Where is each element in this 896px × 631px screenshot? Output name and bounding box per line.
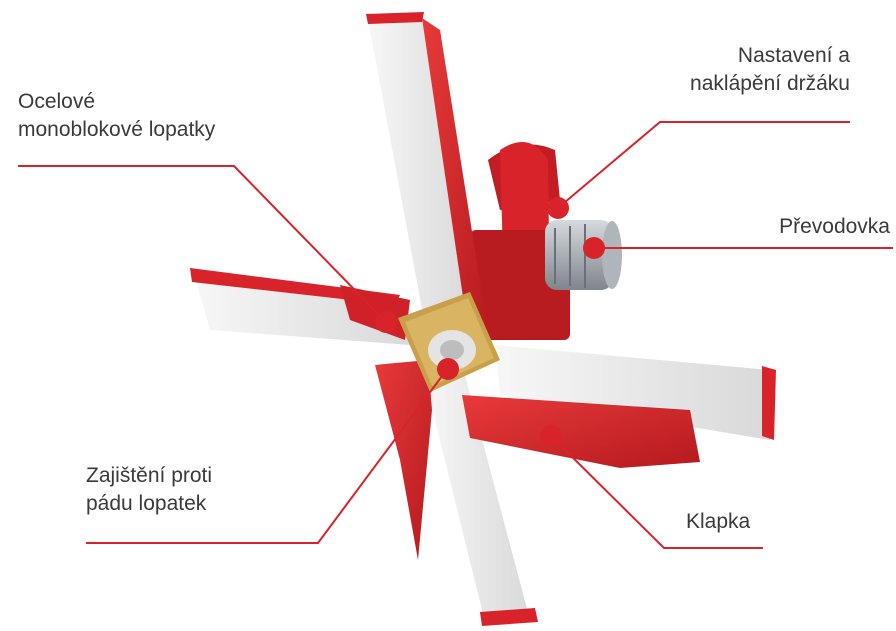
callout-line-holder bbox=[557, 121, 850, 209]
callout-dot-holder bbox=[547, 197, 569, 219]
callout-label-blades-line1: Ocelové bbox=[18, 90, 96, 113]
callout-dots bbox=[375, 197, 605, 447]
callout-line-lock bbox=[86, 371, 446, 544]
callout-dot-lock bbox=[437, 358, 459, 380]
callout-dot-blades bbox=[375, 311, 397, 333]
hub bbox=[398, 292, 500, 392]
callout-line-flap bbox=[550, 435, 763, 549]
callout-line-blades bbox=[18, 165, 387, 323]
callout-lines bbox=[18, 121, 893, 549]
callout-label-flap-line1: Klapka bbox=[686, 510, 751, 533]
blade-right bbox=[462, 345, 776, 468]
callout-label-blades-line2: monoblokové lopatky bbox=[18, 118, 216, 141]
callout-dot-gearbox bbox=[583, 237, 605, 259]
blade-top bbox=[366, 12, 490, 352]
callout-label-gearbox: Převodovka bbox=[779, 213, 890, 241]
callout-label-holder-line2: naklápění držáku bbox=[690, 72, 850, 95]
callout-label-gearbox-line1: Převodovka bbox=[779, 215, 890, 238]
callout-label-holder: Nastavení a naklápění držáku bbox=[690, 42, 850, 98]
callout-label-lock-line2: pádu lopatek bbox=[86, 492, 207, 515]
callout-label-blades: Ocelové monoblokové lopatky bbox=[18, 88, 215, 144]
gearbox-motor bbox=[545, 220, 622, 290]
callout-label-holder-line1: Nastavení a bbox=[737, 44, 850, 67]
callout-label-flap: Klapka bbox=[686, 508, 750, 536]
callout-label-lock: Zajištění proti pádu lopatek bbox=[86, 462, 212, 518]
blade-left bbox=[190, 268, 410, 345]
callout-label-lock-line1: Zajištění proti bbox=[86, 464, 213, 487]
callout-dot-flap bbox=[540, 425, 562, 447]
